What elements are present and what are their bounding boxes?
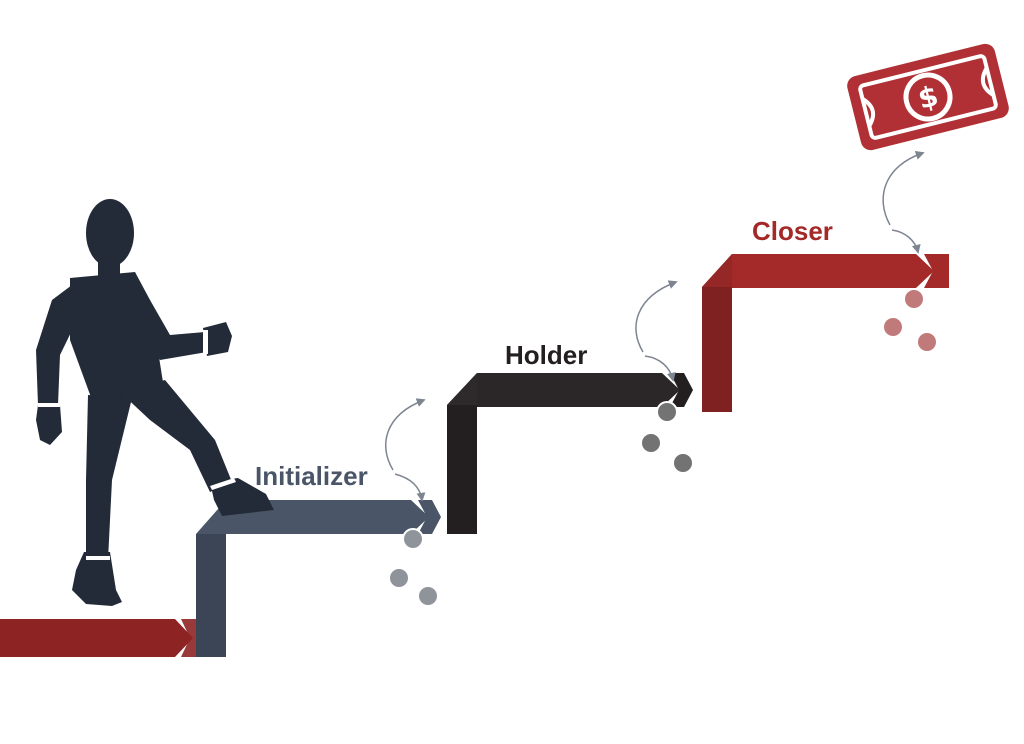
- coin-icon: [388, 567, 410, 589]
- curved-arrow-icon: [644, 355, 676, 382]
- curved-arrow-icon: [891, 229, 921, 254]
- coin-icon: [903, 288, 925, 310]
- dollar-bill-icon: $: [847, 43, 1009, 151]
- coin-icon: [882, 316, 904, 338]
- step-label-closer: Closer: [752, 216, 833, 246]
- coin-icon: [656, 401, 678, 423]
- curved-arrow-icon: [385, 398, 426, 471]
- coins-step-1: [388, 528, 439, 607]
- curved-arrow-icon: [635, 280, 678, 353]
- step-label-holder: Holder: [505, 340, 588, 370]
- coin-icon: [417, 585, 439, 607]
- curved-arrow-icon: [882, 151, 925, 226]
- coin-icon: [402, 528, 424, 550]
- step-closer-ribbon: [702, 254, 949, 412]
- start-band: [0, 619, 205, 657]
- progress-arrows: [385, 151, 925, 502]
- step-label-initializer: Initializer: [255, 461, 368, 491]
- coins-step-3: [882, 288, 938, 353]
- step-holder-ribbon: [447, 373, 693, 534]
- coins-step-2: [640, 401, 694, 474]
- person-climbing-icon: [36, 199, 274, 606]
- curved-arrow-icon: [394, 473, 426, 502]
- coin-icon: [640, 432, 662, 454]
- coin-icon: [672, 452, 694, 474]
- coin-icon: [916, 331, 938, 353]
